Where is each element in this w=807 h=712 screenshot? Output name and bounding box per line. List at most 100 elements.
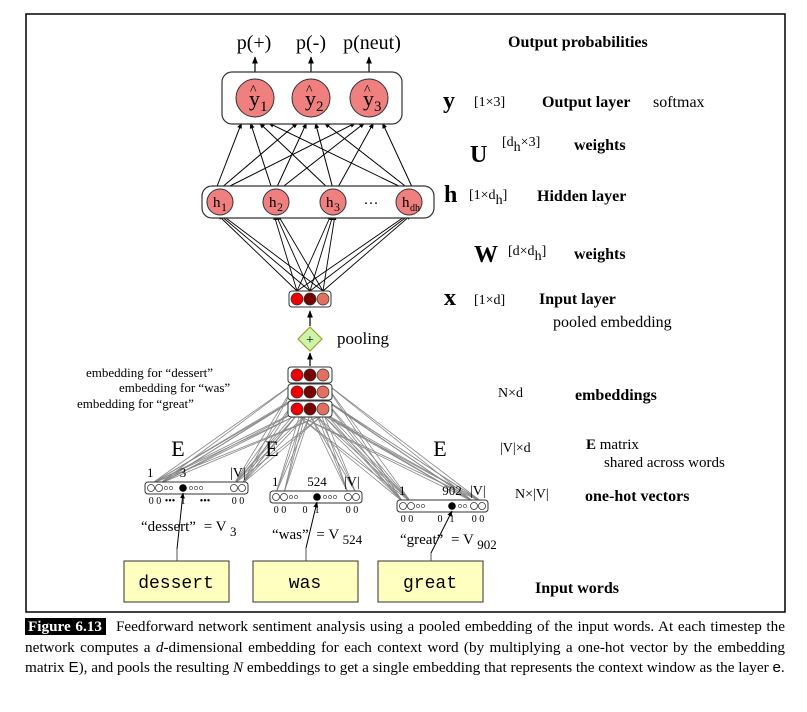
onehot-equations: “dessert” = V 3 “was” = V 524 “great” = … [141,519,497,552]
e-matrix-name: matrix [596,437,639,453]
e-symbol: E [586,437,596,453]
onehot-last-index: |V| [230,466,246,481]
embedding-label-was: embedding for “was” [119,380,230,395]
hidden-node-subscript: 2 [277,200,283,214]
embedding-node [316,368,330,382]
hidden-node-subscript: dh [410,203,420,214]
onehot-vectors-label: one-hot vectors [585,488,689,505]
hidden-ellipsis: ··· [364,196,379,212]
onehot-embedding-link [158,397,298,485]
onehot-embedding-link [233,414,298,485]
input-layer-label: Input layer [539,291,616,308]
word-box-great [377,560,484,603]
input-node-2 [303,292,317,306]
equation-sub: 524 [343,532,363,547]
caption-text: . [780,659,785,676]
onehot-arrow [430,510,453,554]
pooled-embedding-label: pooled embedding [553,314,672,331]
onehot-embedding-link [322,397,483,503]
softmax-label: softmax [653,94,705,111]
onehot-ellipsis-dot [328,495,332,499]
dims-pre: [d×d [508,244,535,259]
onehot-bit-label: 0 0 [472,514,485,525]
onehot-hot-cell [448,502,456,510]
onehot-embedding-link [296,414,412,503]
input-node-1 [290,292,304,306]
onehot-embedding-link [322,397,475,503]
input-hidden-link [296,214,332,292]
embeddings-stack [287,366,333,418]
onehot-bit-label: ••• [200,496,211,507]
prob-positive: p(+) [237,32,272,54]
caption-text: Feedforward network sentiment analysis u… [25,618,785,656]
figure-label: Figure 6.13 [25,618,106,635]
hidden-output-link [219,122,298,190]
pooling-label: pooling [337,329,389,348]
caption-symbol-e-layer: e [772,659,781,676]
hidden-output-link [275,122,307,190]
embeddings-label: embeddings [575,387,657,404]
hidden-node-1 [206,188,234,216]
onehot-embedding-link [241,414,324,485]
e-matrix-label-3: E [433,436,446,461]
onehot-last-index: |V| [470,484,486,499]
onehot-first-index: 1 [399,483,406,498]
embedding-node [290,368,304,382]
output-node-2 [291,78,331,118]
onehot-hot-cell [179,484,187,492]
onehot-embedding-link [322,414,475,503]
onehot-embedding-link [233,414,324,485]
hidden-node-label: h [269,195,277,211]
onehot-ellipsis-dot [169,486,173,490]
embedding-node [303,402,317,416]
onehot-cell [272,493,280,501]
output-node-label: y [363,86,374,111]
x-symbol: x [444,285,456,311]
dims-sub: h [514,140,521,155]
dims-sub: h [496,193,503,208]
dims-post: ] [542,244,547,259]
dims-post: ×3] [521,135,541,150]
plus-icon: + [306,333,314,348]
caption-text: ), and pools the resulting [78,659,233,676]
onehot-embedding-link [322,397,412,503]
input-node-3 [316,292,330,306]
equation-word: “great” [400,532,443,548]
y-dims: [1×3] [474,95,505,110]
prob-negative: p(-) [296,32,326,54]
onehot-embedding-link [233,397,298,485]
onehot-hot-index: 902 [442,483,462,498]
onehot-cell [470,502,478,510]
onehot-embedding-link [158,414,298,485]
onehot-ellipsis-dot [458,504,462,508]
embedding-label-dessert: embedding for “dessert” [86,365,213,380]
onehot-cell [352,493,360,501]
hidden-output-link [249,122,273,190]
onehot-embedding-link [322,414,412,503]
onehot-embedding-link [322,380,483,503]
onehot-embedding-link [158,380,298,485]
hidden-node-subscript: 1 [221,200,227,214]
input-hidden-link [275,214,311,292]
dims-sub: h [535,249,542,264]
output-probabilities: p(+) p(-) p(neut) [237,32,401,74]
onehot-bit-label: 1 [450,514,455,525]
onehot-dims: N×|V| [515,487,549,502]
embedding-labels: embedding for “dessert” embedding for “w… [77,365,230,411]
input-hidden-link [217,214,298,292]
onehot-ellipsis-dot [323,495,327,499]
onehot-cell [344,493,352,501]
hidden-layer-label: Hidden layer [537,188,626,205]
word-box-dessert [123,560,230,603]
hidden-node-label: h [213,195,221,211]
embedding-node [303,385,317,399]
onehot-first-index: 1 [147,465,154,480]
hidden-node-label: h [326,195,334,211]
hidden-output-link [259,122,330,190]
dims-pre: [1×d [469,188,496,203]
onehot-ellipsis-dot [416,504,420,508]
onehot-ellipsis-dot [189,486,193,490]
onehot-bit-label: 0 [303,505,308,516]
